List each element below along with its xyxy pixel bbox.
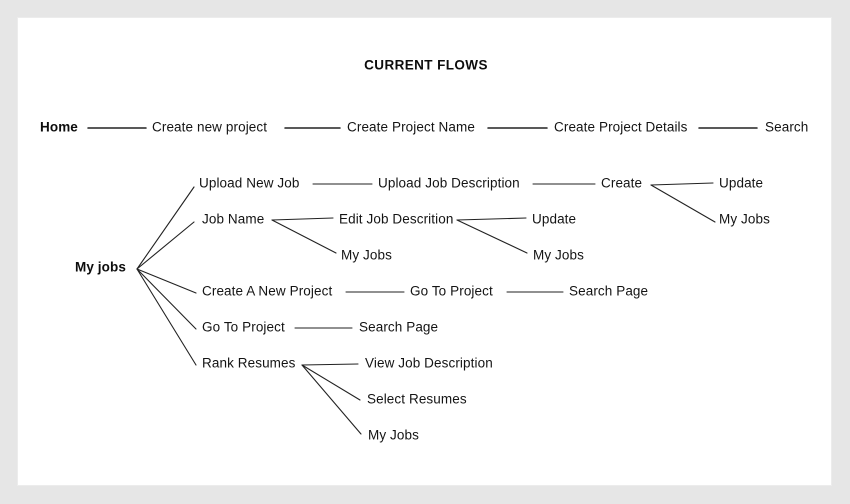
connector-line: [650, 182, 714, 186]
node-create-a-new-project: Create A New Project: [202, 283, 333, 299]
connector-line: [301, 363, 359, 366]
connector-line: [136, 186, 195, 270]
node-create-new-project: Create new project: [152, 119, 268, 135]
connector-line: [136, 268, 197, 330]
connector-line: [301, 364, 361, 401]
node-edit-update: Update: [532, 211, 577, 227]
node-create-project-name: Create Project Name: [347, 119, 475, 135]
node-gtp-search-page: Search Page: [359, 319, 439, 335]
connector-line: [301, 364, 362, 435]
connector-line: [456, 217, 527, 221]
connector-line: [136, 268, 197, 366]
node-rank-resumes: Rank Resumes: [202, 355, 296, 371]
connector-line: [650, 184, 716, 223]
node-my-jobs-root: My jobs: [75, 259, 126, 275]
node-view-job-description: View Job Description: [365, 355, 493, 371]
node-create-project-details: Create Project Details: [554, 119, 688, 135]
node-upload-new-job: Upload New Job: [199, 175, 300, 191]
diagram-card: CURRENT FLOWS: [17, 17, 832, 486]
connector-line: [456, 219, 528, 254]
node-rank-my-jobs: My Jobs: [368, 427, 419, 443]
connector-line: [136, 221, 195, 270]
node-create: Create: [601, 175, 643, 191]
connector-line: [271, 219, 337, 254]
connector-lines: [87, 127, 758, 435]
node-edit-my-jobs: My Jobs: [533, 247, 584, 263]
node-go-to-project: Go To Project: [202, 319, 285, 335]
node-job-name: Job Name: [202, 211, 265, 227]
node-job-name-my-jobs: My Jobs: [341, 247, 392, 263]
node-canp-search-page: Search Page: [569, 283, 649, 299]
diagram-title: CURRENT FLOWS: [364, 57, 488, 73]
connector-line: [136, 268, 197, 294]
node-create-update: Update: [719, 175, 764, 191]
node-create-my-jobs: My Jobs: [719, 211, 770, 227]
node-select-resumes: Select Resumes: [367, 391, 467, 407]
connector-line: [271, 217, 334, 221]
node-search: Search: [765, 119, 809, 135]
node-upload-job-description: Upload Job Description: [378, 175, 520, 191]
node-home: Home: [40, 119, 78, 135]
node-canp-go-to-project: Go To Project: [410, 283, 493, 299]
node-edit-job-descrition: Edit Job Descrition: [339, 211, 454, 227]
